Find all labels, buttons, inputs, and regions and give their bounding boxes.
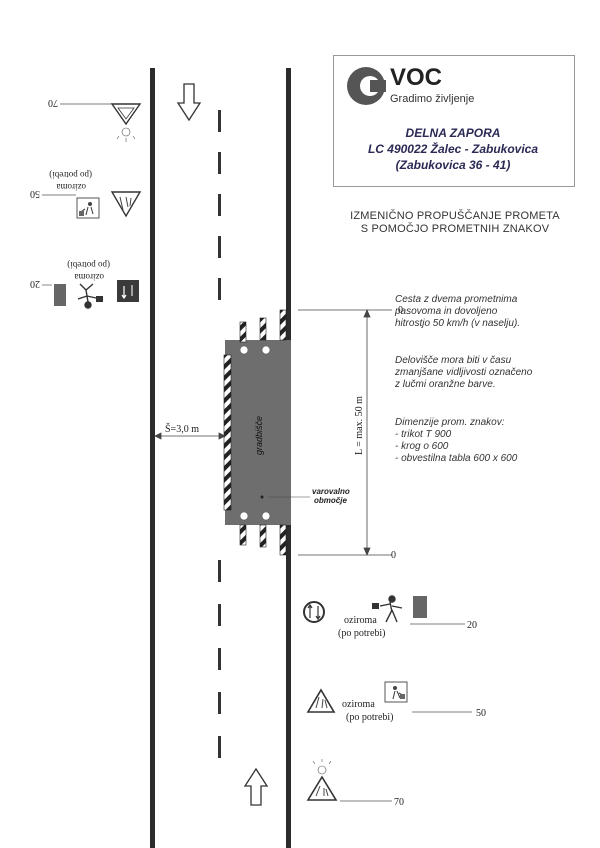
as-needed-left-low: (po potrebi) — [67, 260, 110, 270]
center-dashed-line — [218, 110, 221, 758]
note-dimensions-4: - obvestilna tabla 600 x 600 — [395, 453, 518, 464]
distance-right-70: 70 — [394, 797, 404, 808]
distance-right-20: 20 — [467, 620, 477, 631]
length-dimension — [298, 308, 392, 557]
zero-top-label: 0 — [398, 305, 403, 316]
alt-word-right-50: oziroma — [342, 699, 375, 710]
brand-name: VOC — [390, 64, 443, 91]
heading-line-2: S POMOČJO PROMETNIH ZNAKOV — [360, 223, 550, 235]
alt-word-left-low: oziroma — [75, 272, 105, 282]
barrier-posts-top — [239, 309, 287, 343]
safety-zone-label-1: varovalno — [312, 487, 350, 496]
note-dimensions-2: - trikot T 900 — [395, 429, 452, 440]
as-needed-left-mid: (po potrebi) — [49, 170, 92, 180]
flagman-figure-left-icon — [54, 283, 103, 309]
arrow-down-icon — [176, 83, 202, 122]
title-line-3: (Zabukovica 36 - 41) — [395, 158, 511, 172]
distance-left-low: 20 — [30, 278, 40, 289]
note-visibility-3: z lučmi oranžne barve. — [395, 379, 496, 390]
arrow-up-icon — [243, 767, 269, 806]
as-needed-right-50: (po potrebi) — [346, 712, 394, 723]
alt-word-left-mid: oziroma — [57, 182, 87, 192]
note-dimensions-3: - krog o 600 — [395, 441, 449, 452]
heading-line-1: IZMENIČNO PROPUŠČANJE PROMETA — [350, 210, 560, 222]
note-dimensions-1: Dimenzije prom. znakov: — [395, 417, 505, 428]
safety-zone-dot — [260, 495, 264, 499]
alt-word-right-20: oziroma — [344, 615, 377, 626]
brand-slogan: Gradimo življenje — [390, 93, 475, 105]
worksite-area — [225, 340, 291, 525]
roadworks-triangle-right-icon — [306, 688, 336, 713]
flagman-figure-right-icon — [372, 595, 427, 623]
title-box — [333, 55, 575, 187]
as-needed-right-20: (po potrebi) — [338, 628, 386, 639]
flagman-sign-right-icon — [384, 681, 408, 703]
distance-left-top: 70 — [48, 97, 58, 108]
note-road-2: pasovoma in dovoljeno — [395, 306, 498, 317]
distance-left-mid: 50 — [30, 188, 40, 199]
warning-lights — [239, 345, 271, 521]
no-overtaking-oncoming-sign-icon — [303, 601, 325, 623]
barrier-posts-bottom — [239, 524, 287, 556]
width-label: Š=3,0 m — [165, 423, 199, 435]
note-visibility-1: Delovišče mora biti v času — [395, 355, 512, 366]
barrier-left — [223, 354, 232, 511]
give-way-sign-icon — [110, 103, 142, 126]
distance-right-50: 50 — [476, 708, 486, 719]
zero-bottom-label: 0 — [391, 550, 396, 561]
note-visibility-2: zmanjšane vidljivosti označeno — [395, 367, 533, 378]
voc-logo-icon — [347, 67, 386, 105]
flagman-sign-icon — [76, 197, 100, 219]
warning-lamp-icon — [116, 127, 136, 142]
warning-lamp-right-icon — [312, 759, 332, 775]
roadworks-triangle-icon — [110, 191, 142, 218]
roadworks-sign-right-icon — [306, 775, 338, 801]
safety-zone-label-2: območje — [314, 496, 347, 505]
title-line-2: LC 490022 Žalec - Zabukovica — [367, 142, 539, 156]
title-line-1: DELNA ZAPORA — [405, 126, 501, 140]
note-road-3: hitrostjo 50 km/h (v naselju). — [395, 318, 521, 329]
length-label: L = max. 50 m — [354, 396, 365, 455]
road-edge-left — [150, 68, 155, 848]
note-road-1: Cesta z dvema prometnima — [395, 294, 518, 305]
width-dimension — [154, 432, 226, 440]
priority-oncoming-sign-icon — [117, 280, 139, 302]
worksite-label: gradbišče — [254, 416, 264, 455]
